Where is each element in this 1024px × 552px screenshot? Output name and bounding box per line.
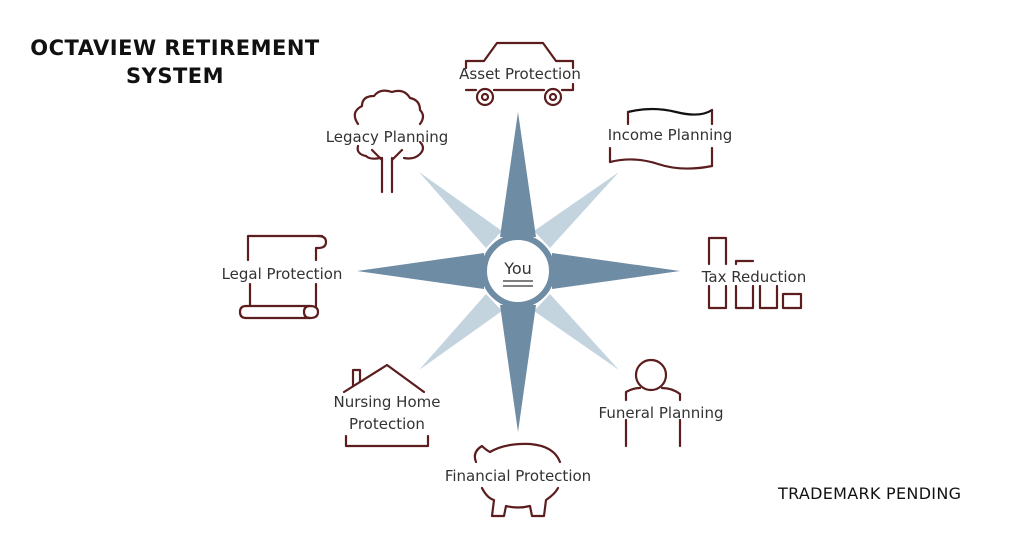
category-asset-protection: Asset Protection <box>459 41 581 107</box>
financial-protection-label: Financial Protection <box>445 467 591 485</box>
compass-cardinal-points <box>357 112 680 432</box>
scroll-icon <box>238 234 328 320</box>
banner-icon <box>608 107 714 170</box>
car-icon <box>464 41 575 107</box>
person-icon <box>624 358 682 448</box>
center-label: You <box>503 259 532 278</box>
compass-point-southeast <box>534 294 619 370</box>
category-legacy-planning: Legacy Planning <box>326 89 449 194</box>
compass-point-south <box>500 305 536 432</box>
center-ring <box>481 234 555 308</box>
income-planning-label: Income Planning <box>608 126 733 144</box>
compass-point-northeast <box>534 172 619 248</box>
asset-protection-label: Asset Protection <box>459 65 581 83</box>
compass-point-west <box>357 253 484 289</box>
piggy-bank-icon <box>473 442 562 518</box>
compass-point-southwest <box>419 294 502 370</box>
tax-reduction-label: Tax Reduction <box>701 268 807 286</box>
nursing-home-label-line1: Nursing Home <box>334 393 441 411</box>
compass-diagonal-points <box>419 172 619 370</box>
compass-point-northwest <box>419 172 502 248</box>
category-tax-reduction: Tax Reduction <box>701 236 807 310</box>
nursing-home-label-line2: Protection <box>349 415 425 433</box>
category-legal-protection: Legal Protection <box>222 234 343 320</box>
tree-icon <box>353 89 425 194</box>
trademark-notice: TRADEMARK PENDING <box>778 484 962 503</box>
compass-point-east <box>552 253 680 289</box>
category-funeral-planning: Funeral Planning <box>599 358 724 448</box>
legal-protection-label: Legal Protection <box>222 265 343 283</box>
house-icon <box>342 363 430 448</box>
category-financial-protection: Financial Protection <box>445 442 591 518</box>
title-line-2: SYSTEM <box>125 64 225 88</box>
title-line-1: OCTAVIEW RETIREMENT <box>30 36 320 60</box>
page-title: OCTAVIEW RETIREMENT SYSTEM <box>4 34 346 90</box>
bar-chart-icon <box>707 236 803 310</box>
funeral-planning-label: Funeral Planning <box>599 404 724 422</box>
category-nursing-home-protection: Nursing Home Protection <box>334 363 441 448</box>
category-income-planning: Income Planning <box>608 107 733 170</box>
compass-point-north <box>500 112 536 237</box>
legacy-planning-label: Legacy Planning <box>326 128 449 146</box>
